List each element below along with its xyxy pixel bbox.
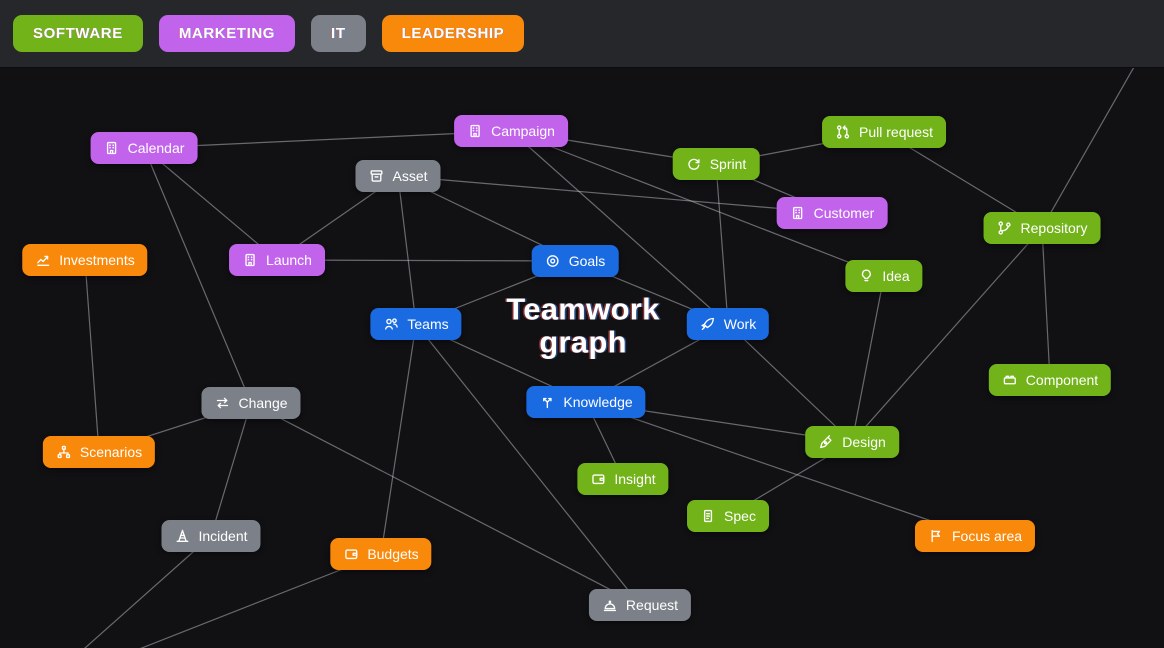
wallet-icon [590,471,606,487]
node-budgets[interactable]: Budgets [330,538,432,570]
edge-teams-budgets [380,323,417,555]
node-design[interactable]: Design [805,426,899,458]
node-insight[interactable]: Insight [577,463,669,495]
node-focus-area[interactable]: Focus area [914,520,1036,552]
edge-repository-component [1041,227,1051,381]
people-icon [383,316,399,332]
node-label: Investments [59,252,135,268]
edge-campaign-idea [510,130,885,277]
building-icon [242,252,258,268]
node-teams[interactable]: Teams [370,308,462,340]
node-label: Change [238,395,288,411]
node-sprint[interactable]: Sprint [672,148,760,180]
node-label: Incident [198,528,248,544]
node-component[interactable]: Component [988,364,1112,396]
node-label: Knowledge [563,394,633,410]
node-label: Design [842,434,886,450]
edge-work-design [727,323,853,443]
node-repository[interactable]: Repository [983,212,1101,244]
node-goals[interactable]: Goals [531,245,619,277]
filter-button-it[interactable]: IT [311,15,366,52]
edge-asset-customer [397,175,833,214]
building-icon [104,140,120,156]
flag-icon [928,528,944,544]
node-label: Scenarios [79,444,143,460]
edge-sprint-work [715,163,729,325]
filter-button-software[interactable]: SOFTWARE [13,15,143,52]
pull-request-icon [835,124,851,140]
swap-arrows-icon [214,395,230,411]
edge-incident-offscreen-bottom-left [84,535,212,648]
document-icon [700,508,716,524]
node-label: Teams [407,316,449,332]
archive-icon [368,168,384,184]
target-icon [545,253,561,269]
node-pull-request[interactable]: Pull request [822,116,946,148]
node-knowledge[interactable]: Knowledge [526,386,646,418]
node-incident[interactable]: Incident [161,520,261,552]
edge-teams-request [415,323,641,606]
edge-budgets-offscreen-bottom-left [140,553,382,648]
node-change[interactable]: Change [201,387,301,419]
node-calendar[interactable]: Calendar [90,132,198,164]
node-scenarios[interactable]: Scenarios [42,436,156,468]
edge-calendar-change [143,147,252,404]
graph-title: Teamwork graph [506,291,660,360]
node-label: Budgets [367,546,419,562]
edge-knowledge-focus-area [585,401,976,537]
node-label: Asset [392,168,428,184]
edge-calendar-launch [143,147,278,261]
node-label: Component [1025,372,1099,388]
node-spec[interactable]: Spec [687,500,769,532]
edge-investments-scenarios [84,259,100,453]
cone-icon [174,528,190,544]
node-label: Idea [882,268,910,284]
edge-launch-goals [276,259,576,262]
edge-calendar-campaign [143,130,512,149]
node-label: Customer [813,205,875,221]
node-label: Focus area [951,528,1023,544]
lightbulb-icon [858,268,874,284]
node-launch[interactable]: Launch [229,244,325,276]
node-label: Goals [568,253,606,269]
edge-change-incident [210,402,252,537]
node-label: Launch [266,252,312,268]
chart-up-icon [35,252,51,268]
brick-icon [1002,372,1018,388]
cycle-icon [686,156,702,172]
edge-idea-design [851,275,885,443]
filter-button-marketing[interactable]: MARKETING [158,15,296,52]
bell-icon [602,597,618,613]
edge-change-request [250,402,641,606]
rocket-icon [700,316,716,332]
node-campaign[interactable]: Campaign [454,115,568,147]
node-customer[interactable]: Customer [776,197,888,229]
pen-nib-icon [818,434,834,450]
node-label: Request [625,597,679,613]
node-label: Campaign [491,123,555,139]
building-icon [467,123,483,139]
edge-repository-design [851,227,1043,443]
filter-button-leadership[interactable]: LEADERSHIP [381,15,525,52]
node-idea[interactable]: Idea [845,260,923,292]
node-investments[interactable]: Investments [22,244,148,276]
node-label: Repository [1020,220,1088,236]
node-label: Sprint [709,156,747,172]
building-icon [790,205,806,221]
node-request[interactable]: Request [588,589,692,621]
node-label: Pull request [859,124,933,140]
node-label: Work [723,316,757,332]
wallet-icon [343,546,359,562]
node-label: Spec [724,508,756,524]
node-label: Calendar [127,140,185,156]
category-bar: SOFTWARE MARKETING IT LEADERSHIP [0,0,1164,68]
node-work[interactable]: Work [686,308,770,340]
git-branch-icon [997,220,1013,236]
fork-arrows-icon [539,394,555,410]
node-label: Insight [614,471,656,487]
hierarchy-icon [56,444,72,460]
node-asset[interactable]: Asset [355,160,441,192]
edge-asset-teams [397,175,417,325]
edge-campaign-work [510,130,729,325]
